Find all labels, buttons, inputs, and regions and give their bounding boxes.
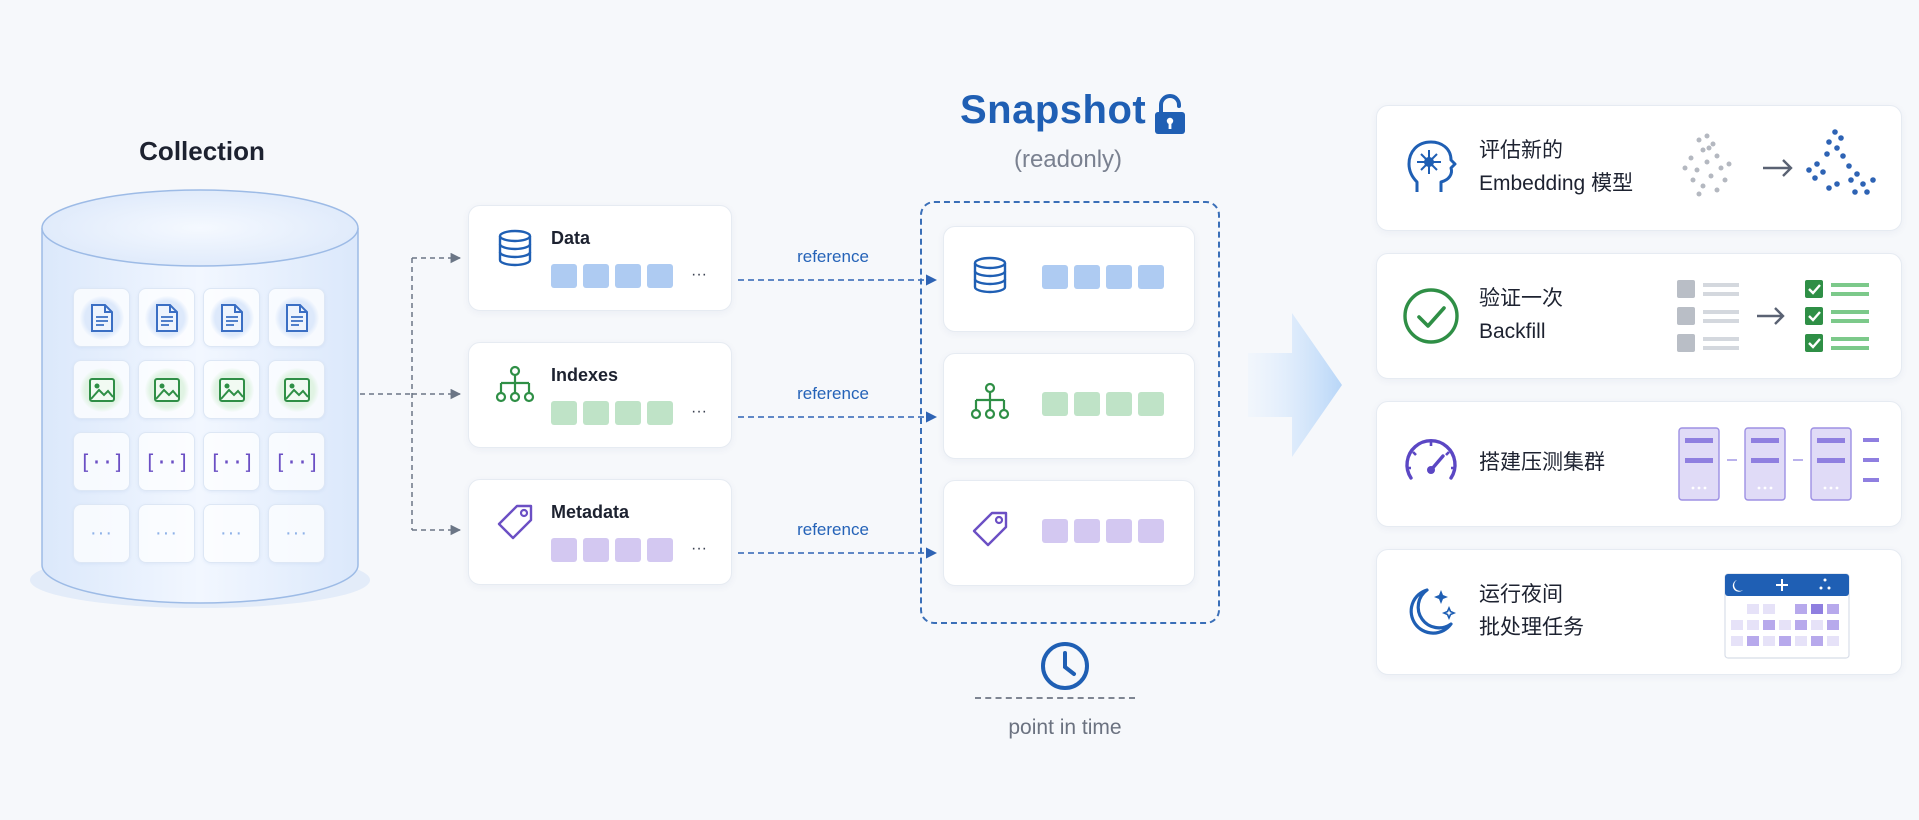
snapshot-data-card (943, 226, 1195, 332)
moon-stars-icon (1409, 588, 1457, 635)
data-blocks (1042, 265, 1164, 289)
use-case-stress-test-cluster: 搭建压测集群 (1376, 401, 1902, 527)
image-icon (153, 377, 180, 402)
use-case-line2: Backfill (1479, 320, 1546, 343)
calendar-visual (1724, 573, 1850, 659)
more-ellipsis: ··· (691, 540, 707, 557)
check-circle-icon (1403, 288, 1459, 344)
vector-bracket-icon: [··] (209, 449, 254, 474)
point-in-time-label: point in time (1008, 716, 1122, 739)
component-card-data: Data ··· (468, 205, 732, 311)
vector-bracket-icon: [··] (79, 449, 124, 474)
image-icon (218, 377, 245, 402)
use-case-line1: 运行夜间 (1479, 583, 1563, 606)
snapshot-indexes-card (943, 353, 1195, 459)
collection-title: Collection (139, 136, 265, 166)
document-item (73, 288, 130, 347)
document-item (138, 288, 195, 347)
clock-icon (1041, 642, 1089, 690)
document-icon (285, 303, 308, 332)
use-case-verify-backfill: 验证一次 Backfill (1376, 253, 1902, 379)
timeline-line (975, 697, 1135, 699)
use-case-line1: 搭建压测集群 (1479, 451, 1605, 474)
more-ellipsis: ··· (691, 403, 707, 420)
reference-label: reference (797, 384, 869, 403)
snapshot-metadata-card (943, 480, 1195, 586)
image-item (138, 360, 195, 419)
document-icon (220, 303, 243, 332)
image-icon (88, 377, 115, 402)
reference-label: reference (797, 247, 869, 266)
document-item (203, 288, 260, 347)
scatter-to-clusters-visual (1682, 129, 1876, 197)
document-icon (90, 303, 113, 332)
snapshot-title: Snapshot (960, 88, 1147, 132)
vector-item: [··] (268, 432, 325, 491)
image-icon (283, 377, 310, 402)
use-case-evaluate-embedding: 评估新的 Embedding 模型 (1376, 105, 1902, 231)
more-item: ··· (73, 504, 130, 563)
large-right-arrow (1248, 313, 1342, 457)
use-case-line1: 验证一次 (1479, 287, 1563, 310)
vector-item: [··] (203, 432, 260, 491)
database-icon (973, 256, 1007, 294)
snapshot-container (920, 201, 1220, 624)
use-case-line2: Embedding 模型 (1479, 172, 1634, 195)
image-item (268, 360, 325, 419)
document-icon (155, 303, 178, 332)
use-case-nightly-batch: 运行夜间 批处理任务 (1376, 549, 1902, 675)
component-label: Data (551, 228, 591, 248)
metadata-blocks (551, 538, 673, 562)
reference-label: reference (797, 520, 869, 539)
collection-branch-connector (360, 252, 462, 536)
hierarchy-icon (495, 365, 535, 403)
metadata-blocks (1042, 519, 1164, 543)
snapshot-subtitle: (readonly) (1013, 146, 1123, 173)
collection-items-grid: [··] [··] [··] [··] ··· ··· ··· ··· (73, 288, 335, 563)
lock-icon (1155, 94, 1185, 134)
more-item: ··· (203, 504, 260, 563)
database-icon (498, 229, 532, 267)
image-item (73, 360, 130, 419)
tag-icon (972, 511, 1008, 547)
more-item: ··· (138, 504, 195, 563)
component-card-metadata: Metadata ··· (468, 479, 732, 585)
vector-bracket-icon: [··] (144, 449, 189, 474)
use-case-line1: 评估新的 (1479, 139, 1563, 162)
component-card-indexes: Indexes ··· (468, 342, 732, 448)
component-label: Indexes (551, 365, 619, 385)
data-blocks (551, 264, 673, 288)
list-to-checklist-visual (1677, 280, 1869, 352)
hierarchy-icon (970, 382, 1010, 420)
ellipsis-icon: ··· (220, 522, 243, 544)
use-case-line2: 批处理任务 (1479, 616, 1584, 639)
reference-arrows (738, 274, 938, 559)
speedometer-icon (1405, 439, 1457, 480)
brain-icon (1407, 140, 1457, 192)
more-item: ··· (268, 504, 325, 563)
tag-icon (497, 504, 533, 540)
ellipsis-icon: ··· (90, 522, 113, 544)
ellipsis-icon: ··· (155, 522, 178, 544)
document-item (268, 288, 325, 347)
vector-item: [··] (73, 432, 130, 491)
vector-item: [··] (138, 432, 195, 491)
index-blocks (551, 401, 673, 425)
index-blocks (1042, 392, 1164, 416)
component-label: Metadata (551, 502, 630, 522)
more-ellipsis: ··· (691, 266, 707, 283)
image-item (203, 360, 260, 419)
ellipsis-icon: ··· (285, 522, 308, 544)
server-cluster-visual (1678, 427, 1879, 501)
vector-bracket-icon: [··] (274, 449, 319, 474)
